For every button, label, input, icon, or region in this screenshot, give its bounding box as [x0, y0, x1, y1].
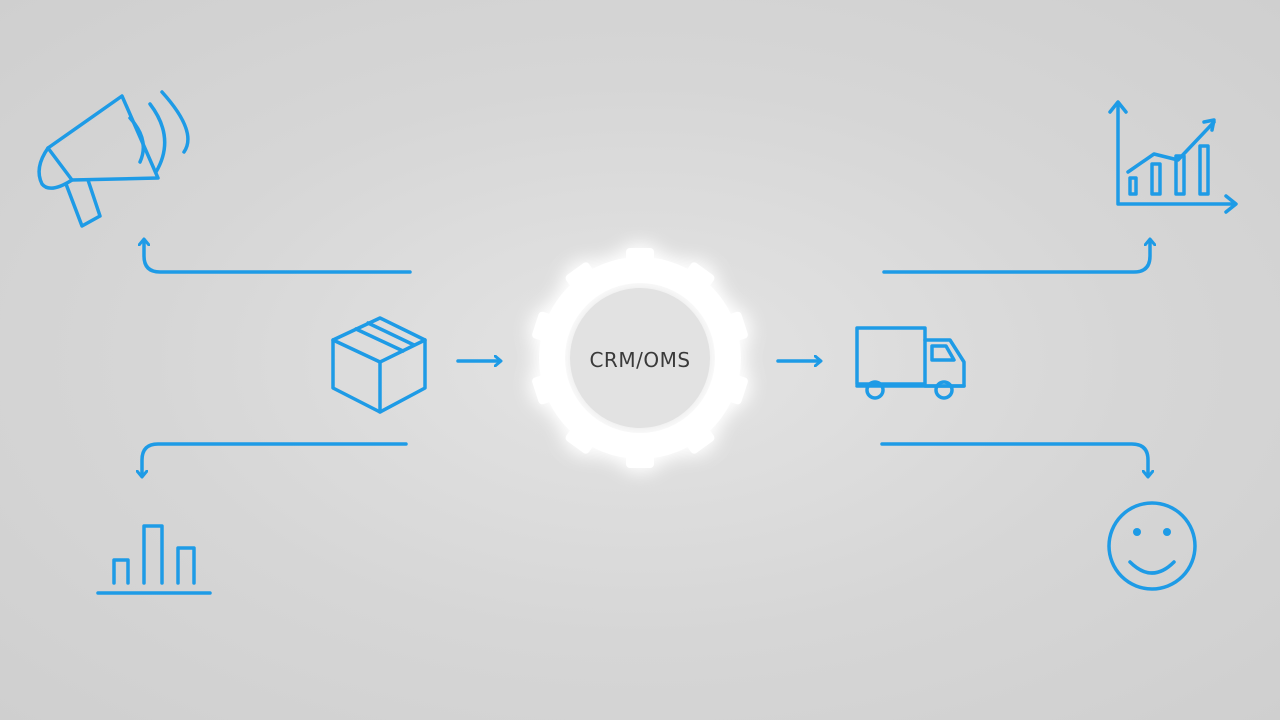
arrow-to-reports	[142, 442, 408, 476]
truck-icon	[855, 326, 966, 400]
hub-label: CRM/OMS	[589, 348, 691, 372]
arrow-to-marketing	[144, 240, 412, 274]
bar-chart-icon	[96, 524, 212, 595]
smiley-eyes	[1133, 528, 1171, 536]
box-icon	[331, 316, 427, 414]
smiley-icon	[1107, 501, 1197, 591]
arrow-to-growth	[882, 240, 1150, 274]
megaphone-icon	[37, 90, 190, 228]
arrow-to-customer	[880, 442, 1148, 476]
growth-chart-icon	[1108, 100, 1238, 214]
gear-icon	[532, 248, 748, 468]
